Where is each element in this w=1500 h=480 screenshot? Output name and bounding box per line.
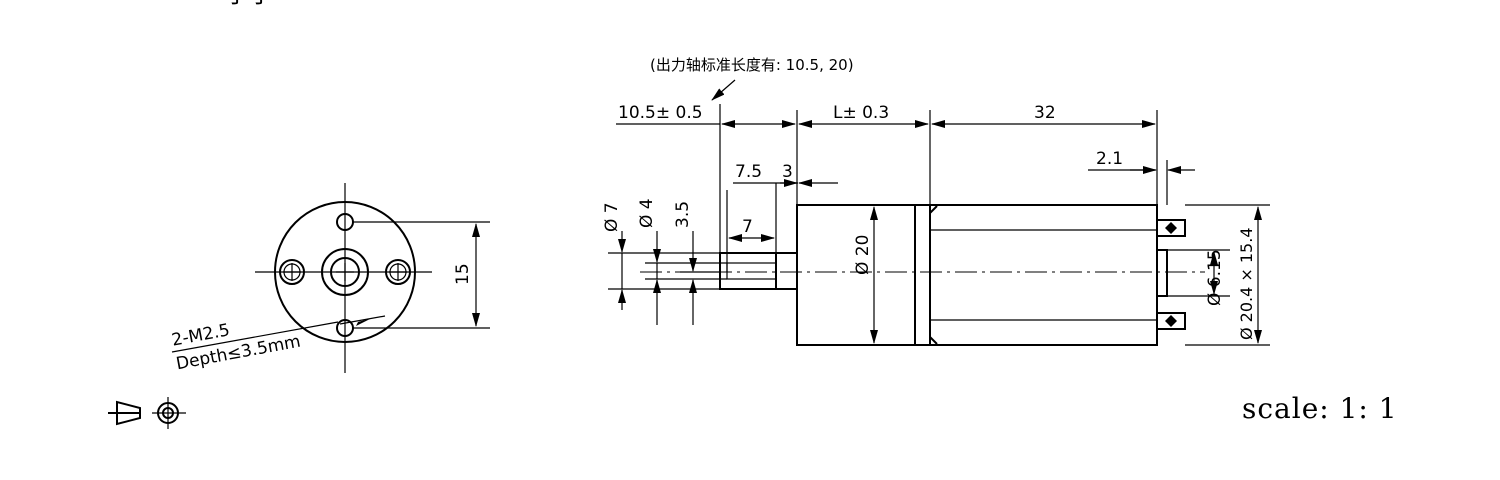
dim-dia-6-15: Ø 6.15 xyxy=(1205,249,1225,306)
terminal-bottom xyxy=(1156,312,1186,330)
dim-7-5: 7.5 xyxy=(735,162,762,182)
dim-15: 15 xyxy=(453,263,473,285)
terminal-top xyxy=(1156,219,1186,237)
shaft-length-note: (出力轴标准长度有: 10.5, 20) xyxy=(650,56,854,74)
dim-dia-4: Ø 4 xyxy=(637,198,657,228)
first-angle-projection-icon xyxy=(108,397,186,429)
output-shaft xyxy=(719,252,798,290)
header-fragment: 小小 xyxy=(225,0,273,8)
dim-gearbox-length: L± 0.3 xyxy=(833,103,889,123)
dim-motor-length: 32 xyxy=(1034,103,1056,123)
dim-3: 3 xyxy=(782,162,793,182)
dim-shaft-length: 10.5± 0.5 xyxy=(618,103,703,123)
dim-3-5: 3.5 xyxy=(673,201,693,228)
motor-body xyxy=(929,204,1158,346)
side-view: (出力轴标准长度有: 10.5, 20) 10.5± 0.5 L± 0.3 32… xyxy=(602,56,1270,346)
dim-dia-7: Ø 7 xyxy=(602,202,622,232)
dim-7: 7 xyxy=(742,217,753,237)
dim-dia-20: Ø 20 xyxy=(853,235,873,275)
dim-body-size: Ø 20.4 × 15.4 xyxy=(1237,227,1256,340)
scale-label: scale: 1: 1 xyxy=(1242,392,1398,425)
dim-terminal: 2.1 xyxy=(1096,149,1123,169)
front-view: 15 2-M2.5 Depth≤3.5mm xyxy=(170,183,490,374)
